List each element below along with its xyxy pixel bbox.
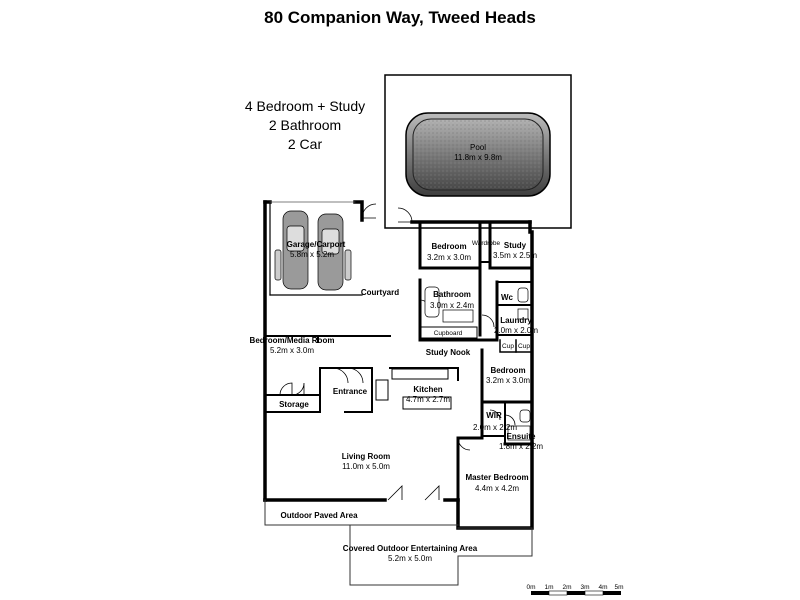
- scale-bar: 0m 1m 2m 3m 4m 5m: [526, 584, 624, 596]
- plan-title: 80 Companion Way, Tweed Heads: [264, 8, 536, 27]
- study-label: Study: [504, 241, 527, 250]
- scale-5m: 5m: [614, 584, 623, 591]
- covered-outdoor-size: 5.2m x 5.0m: [388, 554, 432, 563]
- summary-bathrooms: 2 Bathroom: [268, 117, 342, 133]
- cup-label-1: Cup: [502, 343, 514, 350]
- scale-1m: 1m: [544, 584, 553, 591]
- summary-cars: 2 Car: [287, 136, 323, 152]
- scale-2m: 2m: [562, 584, 571, 591]
- garage-size: 5.8m x 5.2m: [290, 250, 334, 259]
- laundry-label: Laundry: [500, 316, 532, 325]
- wc-label: Wc: [501, 293, 514, 302]
- cup-label-2: Cup: [518, 343, 530, 350]
- living-label: Living Room: [342, 452, 390, 461]
- ensuite-label: Ensuite: [507, 432, 536, 441]
- pool-size: 11.8m x 9.8m: [454, 153, 502, 162]
- pool-label: Pool: [470, 143, 486, 152]
- bedroom-media-label: Bedroom/Media Room: [250, 336, 335, 345]
- entrance-label: Entrance: [333, 387, 368, 396]
- laundry-size: 2.0m x 2.0m: [494, 326, 538, 335]
- kitchen-label: Kitchen: [413, 385, 442, 394]
- study-nook-label: Study Nook: [426, 348, 471, 357]
- storage-label: Storage: [279, 400, 309, 409]
- garage-label: Garage/Carport: [287, 240, 346, 249]
- wardrobe-label: Wardrobe: [472, 240, 501, 247]
- ensuite-size: 1.8m x 2.2m: [499, 442, 543, 451]
- summary-bedrooms: 4 Bedroom + Study: [244, 98, 366, 114]
- wir-label: WIR: [486, 411, 502, 420]
- room-labels: Pool 11.8m x 9.8m Garage/Carport 5.8m x …: [250, 143, 544, 563]
- study-size: 3.5m x 2.5m: [493, 251, 537, 260]
- master-label: Master Bedroom: [465, 473, 528, 482]
- bedroom-right-label: Bedroom: [490, 366, 525, 375]
- scale-4m: 4m: [598, 584, 607, 591]
- bathroom-size: 3.0m x 2.4m: [430, 301, 474, 310]
- kitchen-size: 4.7m x 2.7m: [406, 395, 450, 404]
- living-size: 11.0m x 5.0m: [342, 462, 390, 471]
- bedroom-media-size: 5.2m x 3.0m: [270, 346, 314, 355]
- bedroom-top-label: Bedroom: [431, 242, 466, 251]
- wir-size: 2.0m x 2.2m: [473, 423, 517, 432]
- doors: [279, 203, 516, 501]
- bathroom-label: Bathroom: [433, 290, 471, 299]
- scale-3m: 3m: [580, 584, 589, 591]
- walls: [263, 200, 534, 586]
- courtyard-label: Courtyard: [361, 288, 399, 297]
- master-size: 4.4m x 4.2m: [475, 484, 519, 493]
- fixtures: [274, 210, 531, 441]
- pool-area: [384, 74, 572, 229]
- scale-0m: 0m: [526, 584, 535, 591]
- bedroom-right-size: 3.2m x 3.0m: [486, 376, 530, 385]
- covered-outdoor-label: Covered Outdoor Entertaining Area: [343, 544, 478, 553]
- outdoor-paved-label: Outdoor Paved Area: [280, 511, 358, 520]
- cupboard-label: Cupboard: [434, 330, 463, 337]
- bedroom-top-size: 3.2m x 3.0m: [427, 253, 471, 262]
